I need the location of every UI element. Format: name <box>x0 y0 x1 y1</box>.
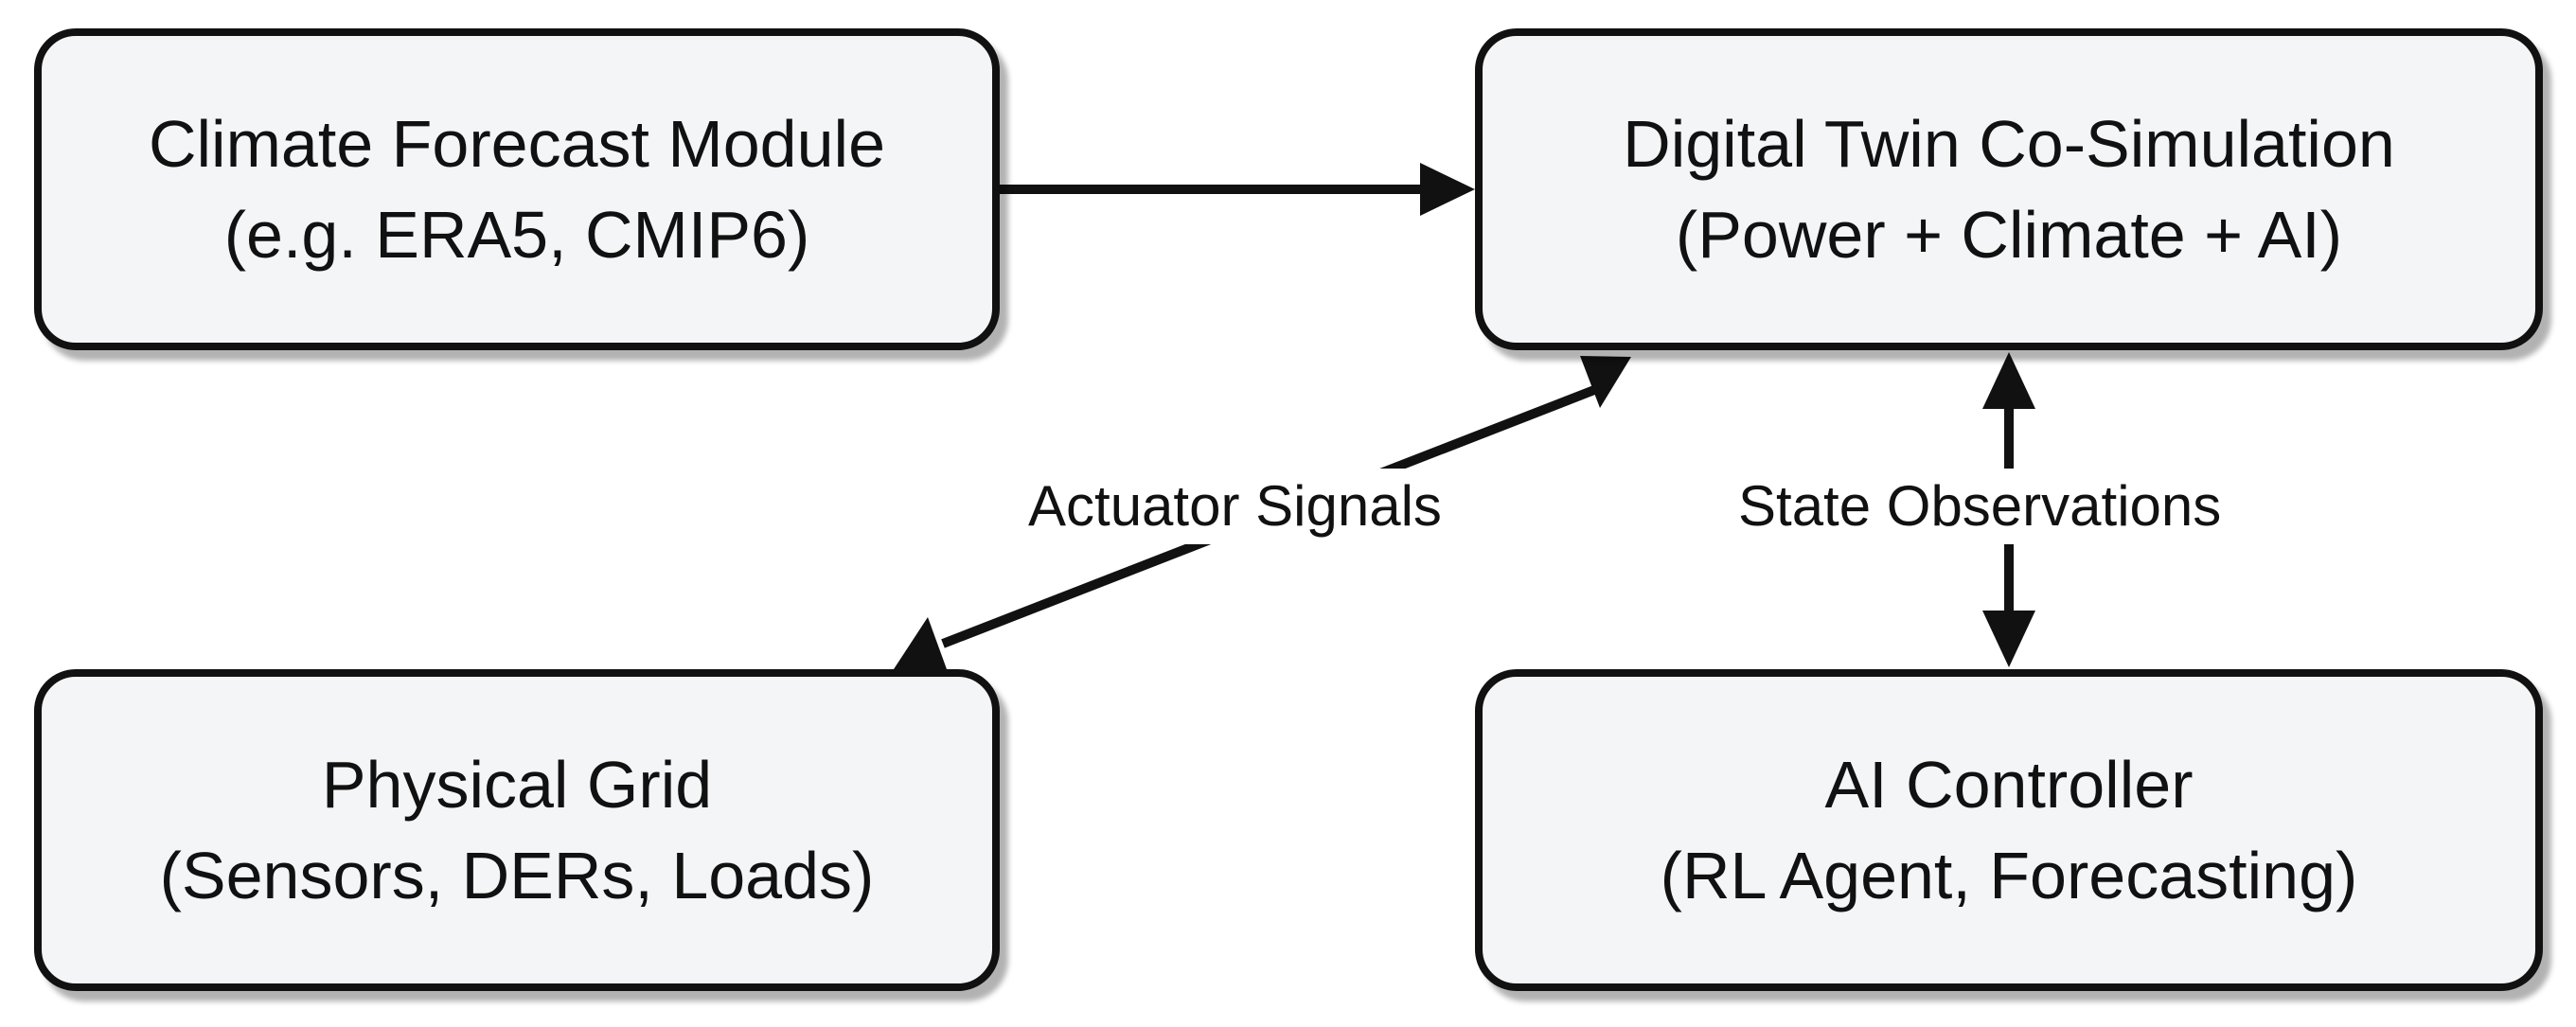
edge-label-state-observations: State Observations <box>1729 469 2231 544</box>
edge-climate-to-twin <box>1000 163 1475 216</box>
node-title: Physical Grid <box>321 748 713 822</box>
arrowhead-down-icon <box>1982 611 2035 667</box>
node-ai-controller: AI Controller (RL Agent, Forecasting) <box>1475 669 2543 991</box>
node-digital-twin: Digital Twin Co-Simulation (Power + Clim… <box>1475 28 2543 350</box>
node-title: Climate Forecast Module <box>148 107 886 181</box>
node-subtitle: (Power + Climate + AI) <box>1675 198 2343 272</box>
node-climate-forecast-module: Climate Forecast Module (e.g. ERA5, CMIP… <box>34 28 1000 350</box>
node-title: AI Controller <box>1824 748 2194 822</box>
arrowhead-up-right-icon <box>1580 356 1631 408</box>
arrowhead-up-icon <box>1982 352 2035 409</box>
arrowhead-right-icon <box>1420 163 1475 216</box>
edge-label-actuator-signals: Actuator Signals <box>1019 469 1451 544</box>
node-subtitle: (Sensors, DERs, Loads) <box>159 839 875 912</box>
node-subtitle: (e.g. ERA5, CMIP6) <box>223 198 810 272</box>
arrowhead-down-left-icon <box>894 617 947 669</box>
node-physical-grid: Physical Grid (Sensors, DERs, Loads) <box>34 669 1000 991</box>
node-title: Digital Twin Co-Simulation <box>1623 107 2395 181</box>
node-subtitle: (RL Agent, Forecasting) <box>1660 839 2358 912</box>
